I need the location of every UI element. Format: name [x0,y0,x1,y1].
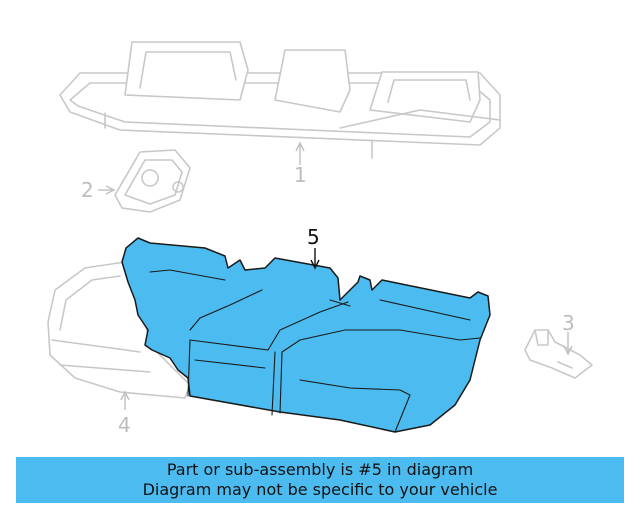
leader-arrow-5 [310,259,320,270]
leader-arrow-3 [563,345,573,356]
cushion-cover-shape [121,237,491,433]
banner-line-2: Diagram may not be specific to your vehi… [142,480,498,499]
parts-diagram: 1 2 3 4 5 [47,41,593,437]
bracket-part-2[interactable] [114,149,191,213]
callout-2: 2 [81,178,94,202]
leader-arrow-2 [105,185,116,195]
callout-4: 4 [118,413,131,437]
leader-arrow-1 [295,141,305,152]
callout-1: 1 [294,163,307,187]
seat-frame-part-1[interactable] [59,41,501,159]
banner-line-1: Part or sub-assembly is #5 in diagram [166,460,474,479]
cushion-frame-part-4[interactable] [47,261,191,399]
info-banner: Part or sub-assembly is #5 in diagram Di… [16,457,624,503]
callout-3: 3 [562,311,575,335]
clip-part-3[interactable] [524,329,593,379]
callout-5: 5 [307,225,320,249]
seat-cushion-cover-part-5[interactable] [121,237,491,433]
leader-arrow-4 [120,390,130,401]
